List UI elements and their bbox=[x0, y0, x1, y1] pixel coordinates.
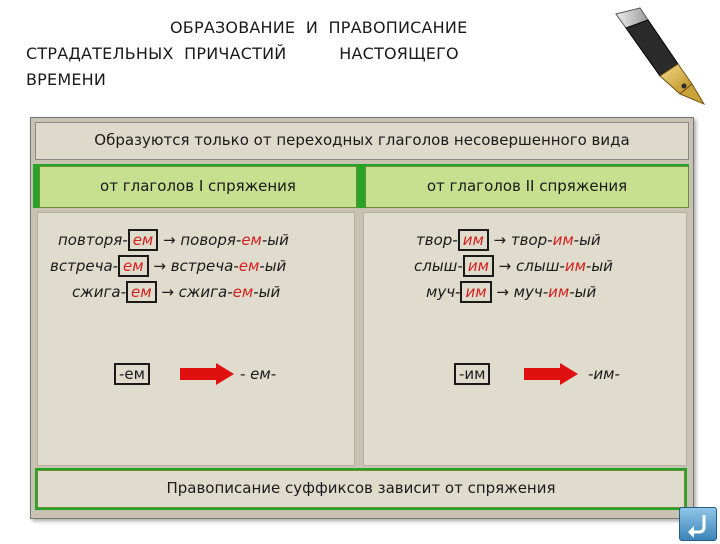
page-title-line3: ВРЕМЕНИ bbox=[26, 70, 107, 89]
column-headings: от глаголов I спряжения от глаголов II с… bbox=[33, 164, 689, 208]
rule-source-suffix: -им bbox=[454, 363, 491, 385]
column-panel-first: повторя-ем → поворя-ем-ый встреча-ем → в… bbox=[37, 212, 355, 466]
example-row: сжига-ем → сжига-ем-ый bbox=[72, 281, 281, 303]
table-header: Образуются только от переходных глаголов… bbox=[35, 122, 689, 160]
column-heading-second: от глаголов II спряжения bbox=[365, 166, 689, 208]
column-heading-second-text: от глаголов II спряжения bbox=[426, 177, 628, 195]
example-row: твор-им → твор-им-ый bbox=[416, 229, 601, 251]
footer-box: Правописание суффиксов зависит от спряже… bbox=[37, 470, 685, 508]
right-arrow-icon bbox=[180, 363, 234, 385]
example-row: муч-им → муч-им-ый bbox=[426, 281, 597, 303]
return-arrow-icon bbox=[688, 515, 706, 538]
table-header-text: Образуются только от переходных глаголов… bbox=[94, 131, 630, 149]
footer-text: Правописание суффиксов зависит от спряже… bbox=[166, 479, 556, 497]
rule-result-suffix: -им- bbox=[588, 365, 620, 383]
example-row: повторя-ем → поворя-ем-ый bbox=[58, 229, 289, 251]
rule-result-suffix: - ем- bbox=[240, 365, 277, 383]
column-heading-first: от глаголов I спряжения bbox=[39, 166, 357, 208]
page-title-line2: СТРАДАТЕЛЬНЫХ ПРИЧАСТИЙ НАСТОЯЩЕГО bbox=[26, 44, 459, 63]
rules-table: Образуются только от переходных глаголов… bbox=[30, 117, 694, 519]
column-heading-first-text: от глаголов I спряжения bbox=[100, 177, 296, 195]
column-panel-second: твор-им → твор-им-ый слыш-им → слыш-им-ы… bbox=[363, 212, 687, 466]
fountain-pen-icon bbox=[615, 7, 706, 106]
footer-bar: Правописание суффиксов зависит от спряже… bbox=[35, 468, 687, 510]
example-row: слыш-им → слыш-им-ый bbox=[414, 255, 613, 277]
example-row: встреча-ем → встреча-ем-ый bbox=[50, 255, 287, 277]
rule-source-suffix: -ем bbox=[114, 363, 150, 385]
page-title-line1: ОБРАЗОВАНИЕ И ПРАВОПИСАНИЕ bbox=[170, 18, 468, 37]
right-arrow-icon bbox=[524, 363, 578, 385]
return-button[interactable] bbox=[679, 507, 717, 541]
